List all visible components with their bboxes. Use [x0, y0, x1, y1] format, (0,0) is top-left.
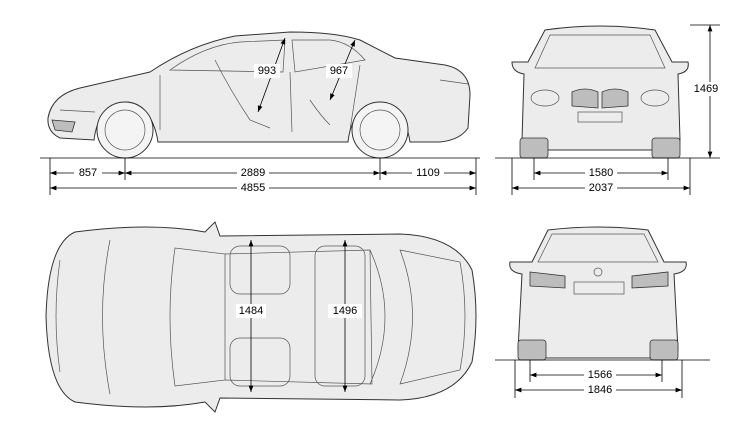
height-label: 1469 [694, 83, 718, 95]
side-dimensions: 857 2889 1109 4855 [40, 157, 480, 195]
front-track-label: 1580 [589, 167, 613, 179]
width-mirrors-label: 2037 [589, 182, 613, 194]
headroom-front-label: 993 [258, 65, 276, 77]
front-overhang-label: 857 [79, 167, 97, 179]
front-wheel [96, 101, 154, 159]
front-interior-width-label: 1484 [239, 305, 263, 317]
rear-wheel [351, 101, 409, 159]
front-dimensions: 1469 1580 2037 [495, 24, 722, 195]
headroom-rear-label: 967 [330, 65, 348, 77]
top-view-car: 1484 1496 [45, 221, 477, 413]
rear-dimensions: 1566 1846 [495, 359, 710, 398]
wheelbase-label: 2889 [241, 167, 265, 179]
front-view-car [511, 25, 689, 159]
rear-interior-width-label: 1496 [333, 305, 357, 317]
rear-overhang-label: 1109 [416, 167, 440, 179]
side-view-car: 993 967 [47, 31, 471, 159]
rear-view-car [509, 226, 687, 361]
overall-length-label: 4855 [241, 182, 265, 194]
rear-track-label: 1566 [588, 369, 612, 381]
rear-width-label: 1846 [588, 384, 612, 396]
